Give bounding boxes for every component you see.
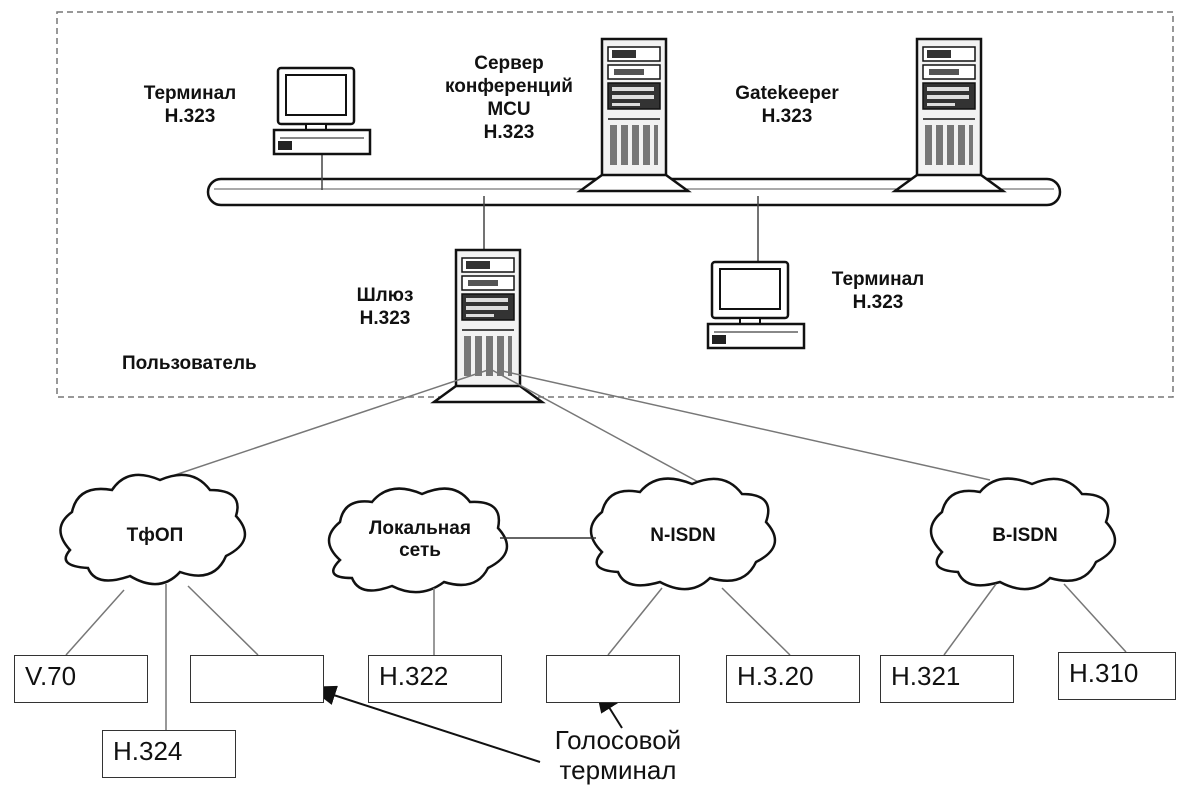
h322-box: H.322 (368, 655, 502, 703)
pstn-cloud (59, 473, 247, 586)
gatekeeper-server-icon (893, 37, 1005, 193)
gatekeeper-label: Gatekeeper H.323 (735, 83, 839, 127)
h321-box: H.321 (880, 655, 1014, 703)
h324-box: H.324 (102, 730, 236, 778)
lan-label: Локальная сеть (369, 518, 471, 561)
gateway-label: Шлюз H.323 (356, 285, 414, 329)
terminal-top-label: Терминал H.323 (143, 83, 237, 127)
lan-cloud (327, 487, 509, 594)
gateway-server-icon (432, 248, 544, 404)
mcu-server-icon (578, 37, 690, 193)
terminal-right-icon (706, 260, 806, 350)
mcu-label: Сервер конференций MCU H.323 (445, 53, 573, 143)
bisdn-label: B-ISDN (992, 525, 1058, 546)
user-zone-label: Пользователь (122, 353, 257, 374)
voice-terminal-label: Голосовой терминал (554, 725, 682, 785)
h320-box: H.3.20 (726, 655, 860, 703)
isdn-voice-terminal-box (546, 655, 680, 703)
h310-box: H.310 (1058, 652, 1176, 700)
pstn-label: ТфОП (126, 525, 184, 546)
terminal-right-label: Терминал H.323 (831, 269, 925, 313)
pstn-voice-terminal-box (190, 655, 324, 703)
nisdn-cloud (589, 477, 777, 591)
bisdn-cloud (929, 477, 1117, 591)
nisdn-label: N-ISDN (650, 525, 716, 546)
v70-box: V.70 (14, 655, 148, 703)
terminal-top-icon (272, 66, 372, 156)
voice-terminal-arrow-left (308, 685, 541, 763)
